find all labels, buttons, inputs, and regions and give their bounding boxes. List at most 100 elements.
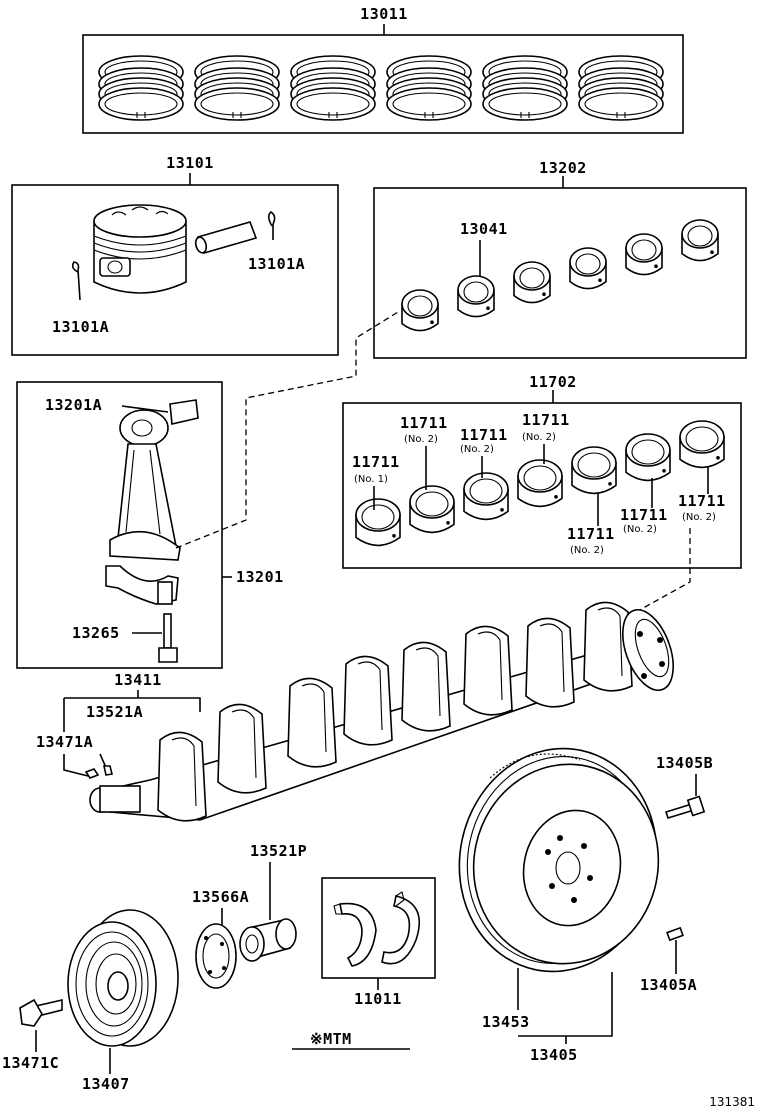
conrod-bearing-shell: [401, 289, 439, 332]
label-13101[interactable]: 13101: [166, 154, 214, 172]
crank-web: [525, 617, 575, 708]
connecting-rod-group: 13201A 13201 13265: [16, 381, 284, 669]
crank-timing-gear: [239, 918, 297, 962]
crankshaft-key: [84, 765, 113, 779]
piston-drawing: [93, 204, 187, 294]
conrod-bearing-shell: [681, 219, 719, 262]
flywheel-bolt-group: 13405B: [656, 754, 713, 819]
label-11711-e[interactable]: 11711: [620, 506, 668, 524]
conrod-bearing-shells: [401, 219, 719, 332]
crank-web: [287, 677, 337, 768]
piston-ring-set-box: [82, 34, 684, 134]
piston-ring-set: [194, 55, 280, 121]
label-13453[interactable]: 13453: [482, 1013, 530, 1031]
label-13411[interactable]: 13411: [114, 671, 162, 689]
piston-ring-set: [482, 55, 568, 121]
label-13566A[interactable]: 13566A: [192, 888, 249, 906]
thrust-washer-right: [381, 895, 421, 965]
connecting-rod-bolt: [158, 613, 178, 663]
label-13405A[interactable]: 13405A: [640, 976, 697, 994]
sublabel-no2-d: (No. 2): [570, 545, 604, 556]
main-bearing-group: 11702 11711 (No. 1) 11711 (No. 2) 11711 …: [342, 373, 742, 569]
snap-ring-left: [71, 261, 81, 301]
label-11702[interactable]: 11702: [529, 373, 577, 391]
piston-ring-set: [578, 55, 664, 121]
label-13405B[interactable]: 13405B: [656, 754, 713, 772]
flywheel-drawing: [458, 747, 660, 973]
snap-ring-right: [267, 211, 276, 240]
piston-group: 13101 13101A 13101A: [11, 154, 339, 356]
crank-web: [217, 703, 267, 794]
label-13101A-left[interactable]: 13101A: [52, 318, 109, 336]
label-11711-d[interactable]: 11711: [567, 525, 615, 543]
connecting-rod-box: [16, 381, 223, 669]
label-11711-a[interactable]: 11711: [400, 414, 448, 432]
label-13471A[interactable]: 13471A: [36, 733, 93, 751]
main-bearing-shell: [571, 446, 617, 495]
sublabel-no1: (No. 1): [354, 474, 388, 485]
label-11711-c[interactable]: 11711: [522, 411, 570, 429]
conrod-bearing-group: 13202 13041: [373, 159, 747, 359]
label-13407[interactable]: 13407: [82, 1075, 130, 1093]
main-bearing-shell: [355, 498, 401, 547]
crank-web: [463, 625, 513, 716]
connecting-rod-drawing: [105, 409, 181, 605]
piston-ring-set: [290, 55, 376, 121]
label-13201[interactable]: 13201: [236, 568, 284, 586]
label-13202[interactable]: 13202: [539, 159, 587, 177]
conrod-bearing-shell: [513, 261, 551, 304]
sublabel-no2-a: (No. 2): [404, 434, 438, 445]
crank-web: [401, 641, 451, 732]
crank-web: [583, 601, 633, 692]
conrod-bearing-leader: [175, 311, 399, 549]
conrod-bearing-box: [373, 187, 747, 359]
timing-gear-group: 13521P 13566A: [192, 842, 307, 989]
small-end-bushing: [169, 399, 199, 425]
label-13521A[interactable]: 13521A: [86, 703, 143, 721]
label-13011[interactable]: 13011: [360, 5, 408, 23]
crank-angle-sensor-plate: [195, 923, 237, 989]
piston-pin: [194, 221, 258, 254]
label-13041[interactable]: 13041: [460, 220, 508, 238]
conrod-bearing-shell: [625, 233, 663, 276]
label-13521P[interactable]: 13521P: [250, 842, 307, 860]
label-13405[interactable]: 13405: [530, 1046, 578, 1064]
flywheel-group: 13405A 13453 13405: [458, 747, 697, 1064]
crank-web: [157, 731, 207, 822]
label-11711-f[interactable]: 11711: [678, 492, 726, 510]
label-11711-no1[interactable]: 11711: [352, 453, 400, 471]
piston-box: [11, 184, 339, 356]
knock-pin: [666, 926, 684, 942]
sublabel-no2-f: (No. 2): [682, 512, 716, 523]
piston-rings: [98, 55, 664, 121]
crank-pulley-group: 13471C 13407: [2, 909, 179, 1093]
piston-ring-set: [386, 55, 472, 121]
main-bearing-shell: [409, 485, 455, 534]
main-bearing-shell: [625, 433, 671, 482]
thrust-washer-left: [339, 902, 377, 967]
sublabel-no2-b: (No. 2): [460, 444, 494, 455]
figure-id: 131381: [709, 1095, 755, 1109]
main-bearing-shell: [679, 420, 725, 469]
main-bearing-shell: [463, 472, 509, 521]
sublabel-no2-e: (No. 2): [623, 524, 657, 535]
main-bearing-shell: [517, 459, 563, 508]
crank-pulley-drawing: [67, 909, 179, 1047]
piston-ring-set-group: 13011: [82, 5, 684, 134]
crankshaft-drawing: [89, 601, 674, 822]
main-bearing-box: [342, 402, 742, 569]
main-bearing-shells: [355, 420, 725, 547]
label-13471C[interactable]: 13471C: [2, 1054, 59, 1072]
label-13101A-right[interactable]: 13101A: [248, 255, 305, 273]
label-11011[interactable]: 11011: [354, 990, 402, 1008]
label-13201A[interactable]: 13201A: [45, 396, 102, 414]
label-11711-b[interactable]: 11711: [460, 426, 508, 444]
crank-web: [343, 655, 393, 746]
piston-ring-set: [98, 55, 184, 121]
sublabel-no2-c: (No. 2): [522, 432, 556, 443]
label-13265[interactable]: 13265: [72, 624, 120, 642]
mtm-note: ※MTM: [310, 1030, 352, 1048]
conrod-bearing-shell: [457, 275, 495, 318]
crankshaft-group: 13411 13521A 13471A: [36, 601, 674, 822]
